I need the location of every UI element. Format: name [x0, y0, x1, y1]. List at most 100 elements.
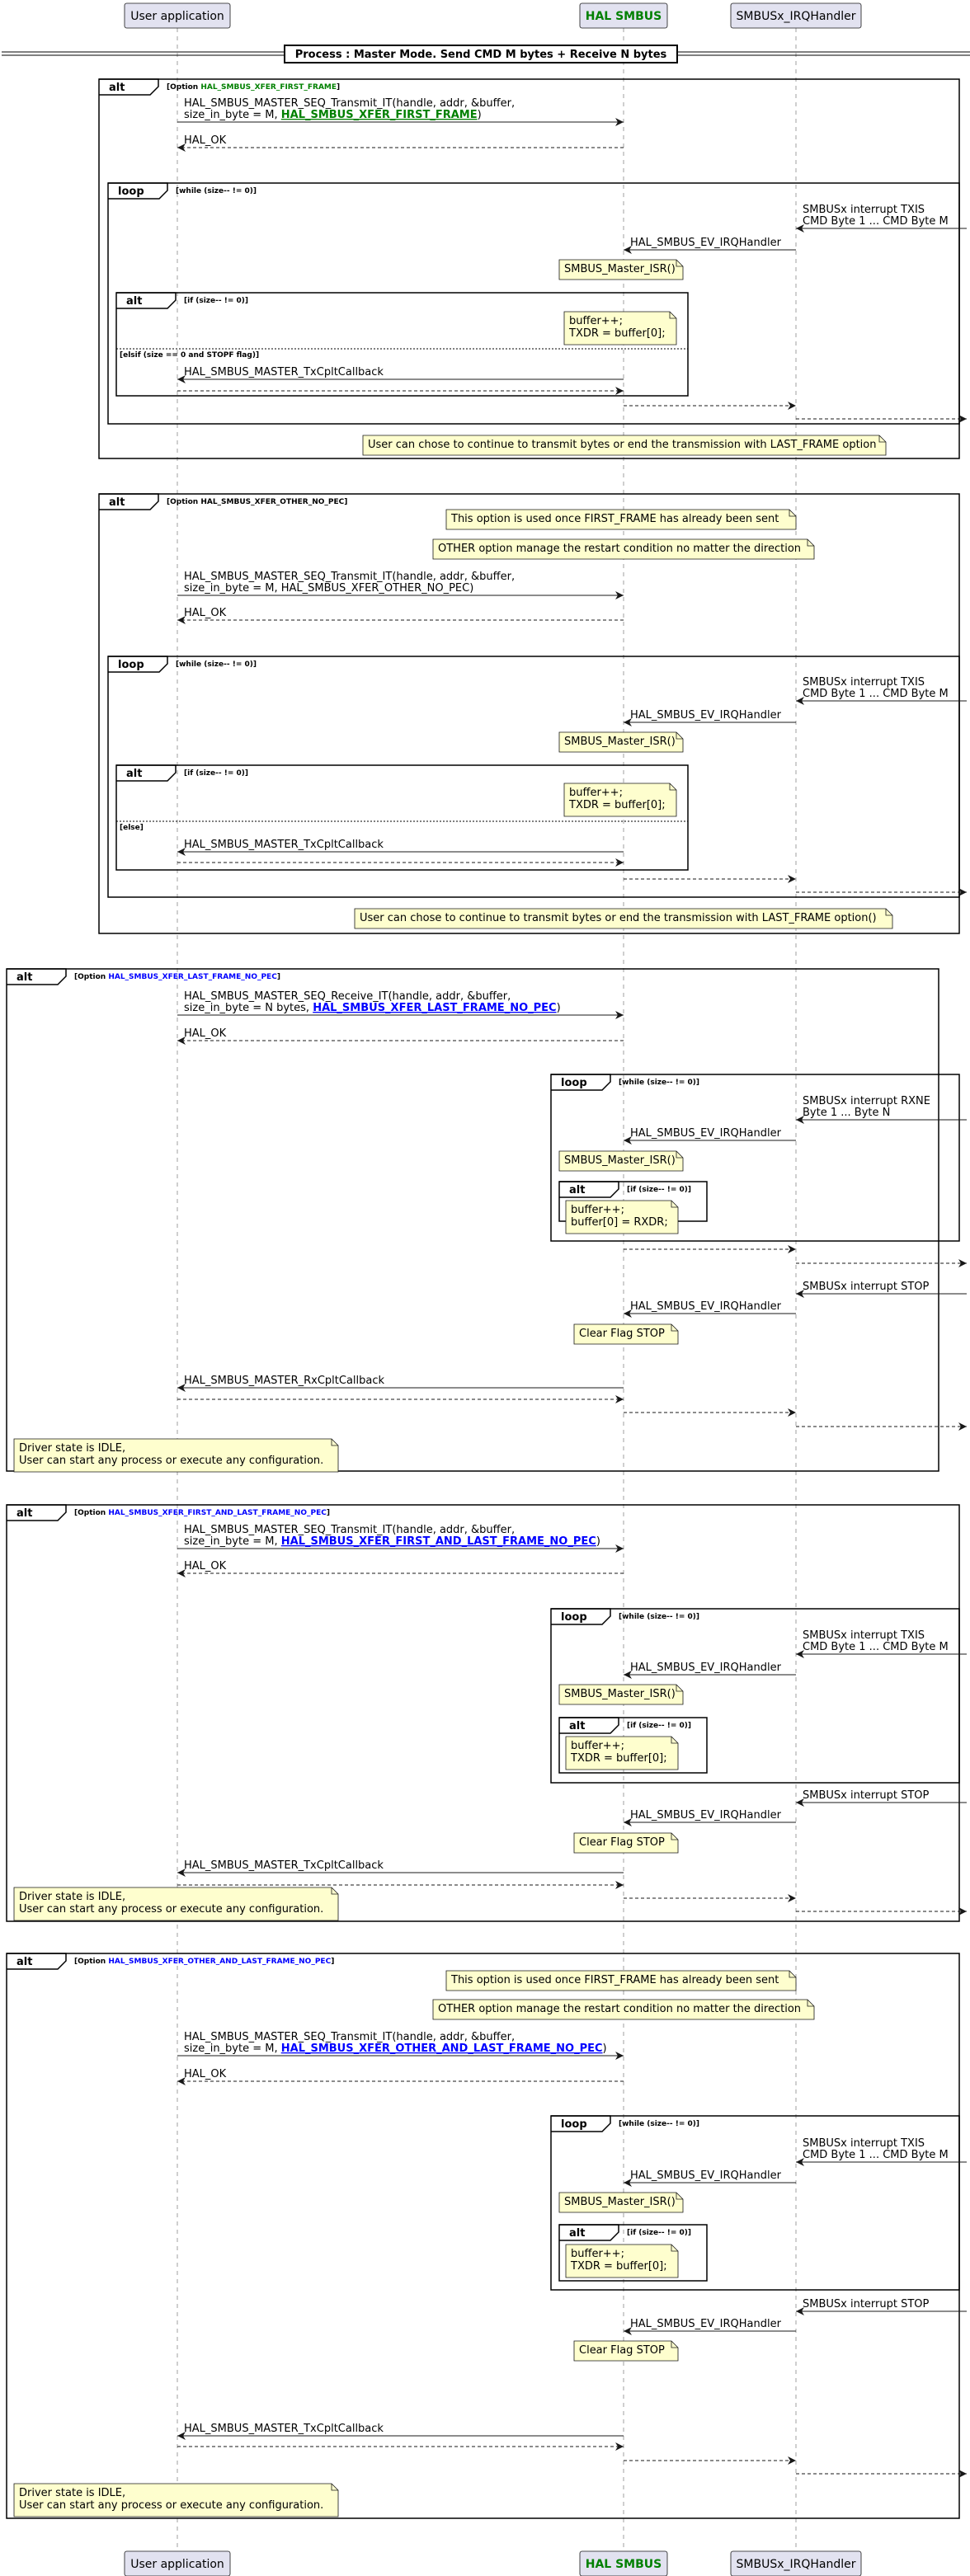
text-span: ) [478, 109, 482, 121]
text-span: OTHER option manage the restart conditio… [438, 543, 801, 555]
frame-loop-tab [108, 182, 168, 200]
text-span: [if (size-- != 0)] [184, 297, 248, 305]
frame-alt-last-frame-keyword: alt [16, 971, 32, 984]
text-span: TXDR = buffer[0]; [570, 2260, 667, 2273]
rx-cplt-message-label: HAL_SMBUS_MASTER_RxCpltCallback [184, 1375, 385, 1387]
idle-note-text: Driver state is IDLE, [19, 1891, 125, 1903]
master-isr-note [558, 2192, 684, 2213]
process-divider-box [284, 45, 678, 63]
text-span: buffer++; [571, 2248, 624, 2260]
txis-message-label: SMBUSx interrupt TXIS [803, 2137, 925, 2150]
text-span: loop [561, 1077, 587, 1089]
master-isr-note-text: SMBUS_Master_ISR() [564, 736, 676, 748]
text-span: CMD Byte 1 ... CMD Byte M [803, 1641, 949, 1653]
frame-loop-keyword: loop [561, 1611, 587, 1624]
participant-box [579, 2550, 668, 2576]
frame-loop [550, 1074, 960, 1242]
frame-alt-if [115, 764, 689, 871]
text-span: User can chose to continue to transmit b… [360, 912, 877, 924]
text-span: ) [603, 2042, 607, 2055]
buffer-tx-note [563, 783, 677, 817]
frame-alt-if [558, 1717, 708, 1774]
frame-loop-tab [551, 2115, 611, 2132]
text-span: ] [337, 83, 340, 92]
idle-note [13, 1438, 339, 1473]
text-span: loop [561, 2118, 587, 2131]
idle-note-text: User can start any process or execute an… [19, 1455, 323, 1467]
text-span: ] [327, 1509, 330, 1517]
text-span: HAL_SMBUS_MASTER_SEQ_Receive_IT(handle, … [184, 990, 511, 1003]
text-span: HAL_SMBUS_EV_IRQHandler [630, 1300, 782, 1313]
text-span: buffer++; [571, 1740, 624, 1752]
restart-note-text: OTHER option manage the restart conditio… [438, 2003, 801, 2015]
buffer-tx-note-text: TXDR = buffer[0]; [570, 1752, 667, 1765]
text-span: SMBUSx_IRQHandler [737, 2558, 856, 2571]
frame-alt-first-frame-keyword: alt [109, 82, 125, 94]
text-span: [Option [74, 973, 108, 981]
master-isr-note-fold [676, 732, 683, 740]
buffer-tx-note [565, 1736, 679, 1770]
text-span: ) [596, 1535, 600, 1548]
text-span: HAL_SMBUS_EV_IRQHandler [630, 1809, 782, 1822]
text-span: HAL_OK [184, 134, 227, 147]
master-isr-note-fold [676, 260, 683, 267]
transmit-first-last-message-label: HAL_SMBUS_MASTER_SEQ_Transmit_IT(handle,… [184, 1524, 515, 1536]
continue-note-text: User can chose to continue to transmit b… [368, 439, 876, 451]
clear-stop-note-text: Clear Flag STOP [579, 1328, 665, 1340]
txis-message-label: SMBUSx interrupt TXIS [803, 676, 925, 689]
buffer-tx-note-text: TXDR = buffer[0]; [570, 2260, 667, 2273]
frame-loop-guard: [while (size-- != 0)] [176, 660, 257, 669]
text-span: HAL_SMBUS_XFER_FIRST_FRAME [200, 83, 337, 92]
ev-irq-message-label: HAL_SMBUS_EV_IRQHandler [630, 1127, 782, 1140]
text-span: HAL_SMBUS_MASTER_TxCpltCallback [184, 839, 384, 851]
idle-note-text: Driver state is IDLE, [19, 2487, 125, 2499]
frame-alt-if-keyword: alt [126, 768, 142, 780]
frame-alt-if-guard: [if (size-- != 0)] [184, 769, 248, 778]
participant-box [730, 2550, 862, 2576]
master-isr-note-text: SMBUS_Master_ISR() [564, 263, 676, 275]
frame-alt-if-tab [116, 292, 177, 309]
restart-note-fold [807, 2000, 814, 2007]
text-span: [while (size-- != 0)] [619, 1613, 699, 1621]
frame-loop-tab [551, 1608, 611, 1625]
text-span: buffer++; [571, 1204, 624, 1216]
text-span: HAL_SMBUS_XFER_FIRST_AND_LAST_FRAME_NO_P… [281, 1535, 596, 1548]
txis-message-label: CMD Byte 1 ... CMD Byte M [803, 688, 949, 700]
txis-message-label: CMD Byte 1 ... CMD Byte M [803, 2149, 949, 2161]
text-span: Driver state is IDLE, [19, 2487, 125, 2499]
text-span: HAL_SMBUS_EV_IRQHandler [630, 2318, 782, 2330]
ev-irq-message-label: HAL_SMBUS_EV_IRQHandler [630, 1809, 782, 1822]
buffer-tx-note-text: TXDR = buffer[0]; [568, 799, 666, 811]
frame-alt-first-frame [98, 78, 960, 459]
text-span: HAL_SMBUS_EV_IRQHandler [630, 709, 782, 722]
first-frame-sent-note-text: This option is used once FIRST_FRAME has… [450, 1974, 779, 1986]
participant-name: HAL SMBUS [586, 10, 662, 23]
frame-alt-if-tab [559, 1717, 619, 1734]
text-span: alt [569, 1720, 585, 1732]
text-span: [if (size-- != 0)] [627, 1186, 691, 1194]
text-span: ) [557, 1002, 561, 1014]
text-span: ] [344, 498, 347, 506]
buffer-tx-note-fold [669, 783, 676, 791]
frame-loop-keyword: loop [561, 2118, 587, 2131]
ev-irq-message-label: HAL_SMBUS_EV_IRQHandler [630, 237, 782, 249]
text-span: HAL_OK [184, 1560, 227, 1572]
text-span: buffer[0] = RXDR; [571, 1216, 668, 1229]
receive-last-message-label: size_in_byte = N bytes, HAL_SMBUS_XFER_L… [184, 1002, 561, 1014]
text-span: CMD Byte 1 ... CMD Byte M [803, 2149, 949, 2161]
text-span: Driver state is IDLE, [19, 1442, 125, 1455]
frame-alt-if-guard: [if (size-- != 0)] [184, 297, 248, 305]
frame-alt-if-guard: [if (size-- != 0)] [627, 2229, 691, 2237]
buffer-tx-note [565, 2244, 679, 2278]
idle-note-text: User can start any process or execute an… [19, 1903, 323, 1916]
text-span: SMBUS_Master_ISR() [564, 263, 676, 275]
text-span: SMBUSx_IRQHandler [737, 10, 856, 23]
hal-ok-message-label: HAL_OK [184, 134, 227, 147]
frame-alt-first-frame-tab [99, 78, 159, 96]
clear-stop-note [573, 1832, 679, 1854]
participant-box [124, 2550, 231, 2576]
text-span: User can start any process or execute an… [19, 1455, 323, 1467]
frame-alt-last-frame [6, 968, 939, 1472]
text-span: Byte 1 ... Byte N [803, 1107, 890, 1119]
txis-message-label: SMBUSx interrupt TXIS [803, 1629, 925, 1642]
